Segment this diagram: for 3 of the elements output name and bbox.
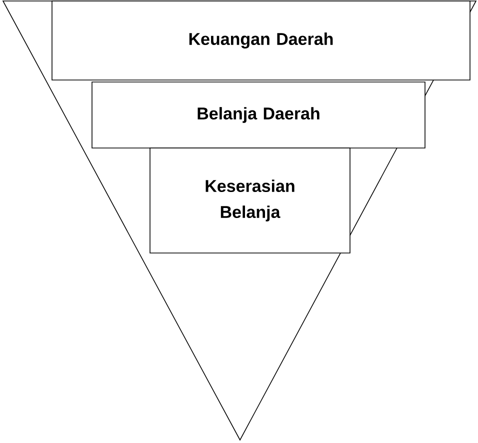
- text-box: Keuangan Daerah: [52, 0, 470, 80]
- text-box: Keserasian Belanja: [150, 148, 350, 254]
- text-box: Belanja Daerah: [92, 82, 426, 148]
